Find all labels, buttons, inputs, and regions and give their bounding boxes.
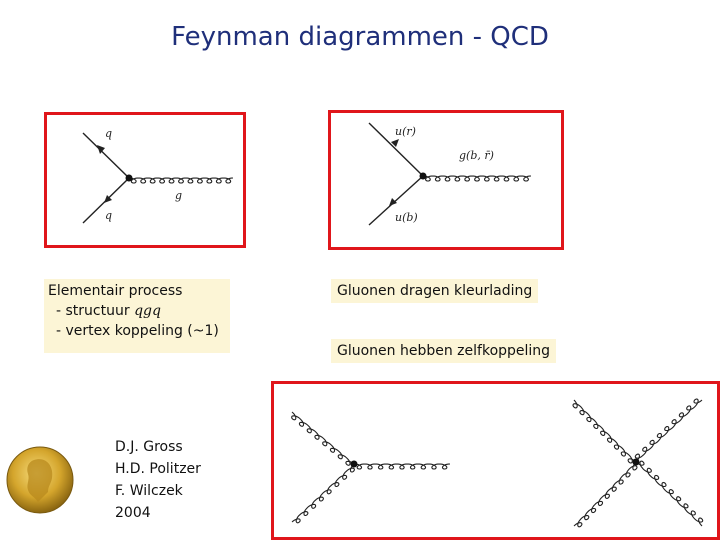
label-quark-top: q	[105, 127, 112, 140]
diagram-qqg-svg: q q g	[82, 127, 234, 224]
vertex-dot	[350, 460, 358, 468]
label-gluon: g	[175, 189, 182, 202]
laureate-1: D.J. Gross	[115, 439, 183, 455]
label-quark-bottom: q	[105, 209, 112, 222]
quark-line-top	[82, 132, 130, 179]
nobel-year: 2004	[115, 505, 151, 521]
gluon-vertices-svg	[291, 398, 704, 528]
vertex-dot	[632, 458, 640, 466]
gluon-line	[353, 463, 451, 470]
laureate-2: H.D. Politzer	[115, 461, 201, 477]
page-title: Feynman diagrammen - QCD	[171, 22, 549, 52]
quark-line-top	[368, 122, 424, 177]
note-elementary-process: Elementair process - structuur qgq - ver…	[44, 279, 230, 353]
vertex-dot	[125, 174, 133, 182]
gluon-line	[291, 411, 355, 466]
diagram-color-svg: u(r) u(b) g(b, r̄)	[368, 122, 532, 226]
note-line-2-text: - structuur	[56, 303, 135, 319]
note-self-coupling: Gluonen hebben zelfkoppeling	[331, 339, 557, 363]
note-line-2: - structuur qgq	[48, 301, 226, 321]
arrow-icon	[389, 198, 397, 206]
arrow-icon	[104, 195, 112, 203]
gluon-line	[128, 177, 234, 184]
label-quark-top: u(r)	[395, 125, 416, 138]
note-line-3: - vertex koppeling (~1)	[56, 323, 219, 339]
laureate-3: F. Wilczek	[115, 483, 183, 499]
nobel-medal-icon	[6, 446, 74, 514]
gluon-line	[422, 175, 532, 182]
gluon-self-coupling-diagrams	[271, 381, 720, 540]
vertex-dot	[419, 172, 427, 180]
note-color-charge: Gluonen dragen kleurlading	[331, 279, 539, 303]
nobel-laureates: D.J. Gross H.D. Politzer F. Wilczek 2004	[115, 436, 201, 524]
label-quark-bottom: u(b)	[395, 211, 418, 224]
note-line-1: Elementair process	[48, 283, 183, 299]
gluon-line	[291, 463, 355, 524]
feynman-diagram-qqg: q q g	[44, 112, 246, 248]
label-gluon: g(b, r̄)	[459, 149, 494, 162]
gluon-line	[634, 398, 703, 463]
gluon-line	[573, 461, 638, 528]
quark-line-bottom	[368, 175, 424, 226]
note-formula: qgq	[134, 303, 161, 319]
gluon-line	[572, 399, 637, 464]
arrow-icon	[391, 139, 399, 147]
feynman-diagram-color: u(r) u(b) g(b, r̄)	[328, 110, 564, 250]
gluon-line	[635, 460, 704, 527]
arrow-icon	[97, 145, 105, 154]
